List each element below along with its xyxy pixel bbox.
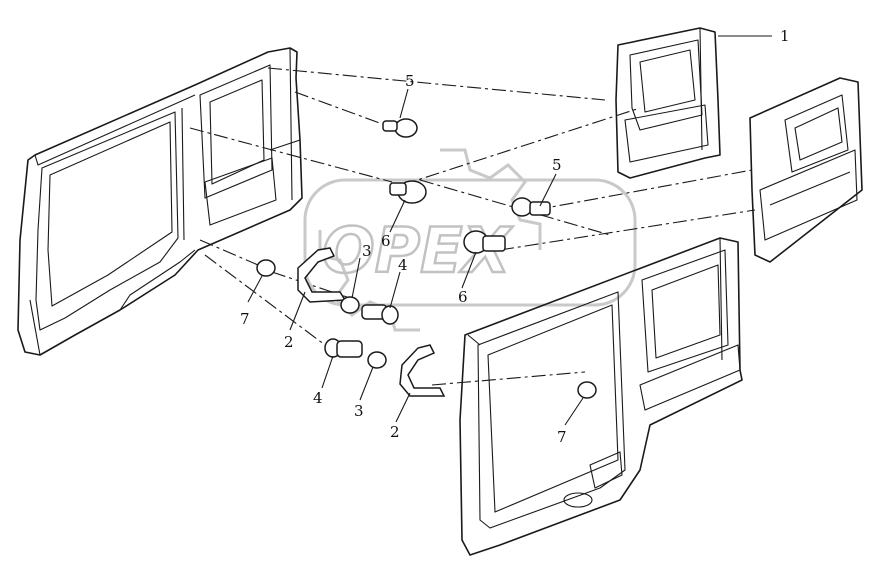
part-5-right: [511, 197, 551, 217]
rear-window-panel: [749, 77, 863, 263]
part-7-right: [577, 381, 597, 399]
callout-7-left: 7: [240, 310, 250, 328]
callout-6-upper: 6: [381, 232, 391, 250]
callout-7-right: 7: [557, 428, 567, 446]
callout-3-lower: 3: [354, 402, 364, 420]
part-3-lower: [367, 351, 387, 369]
right-cab-side-frame: [459, 237, 743, 556]
part-2-upper: [297, 247, 347, 303]
part-2-lower: [399, 344, 446, 397]
callout-2-lower: 2: [390, 423, 400, 441]
callout-2-upper: 2: [284, 333, 294, 351]
callout-4-upper: 4: [398, 256, 408, 274]
callout-6-right: 6: [458, 288, 468, 306]
upper-rear-panel: [615, 27, 721, 179]
callout-3-upper: 3: [362, 242, 372, 260]
callout-5-right: 5: [552, 156, 562, 174]
part-4-upper: [361, 304, 399, 325]
left-cab-side-frame: [17, 47, 303, 356]
part-6-upper: [389, 180, 427, 204]
part-4-lower: [324, 338, 363, 358]
part-3-upper: [340, 296, 360, 314]
part-7-left: [256, 259, 276, 277]
callout-1: 1: [780, 27, 790, 45]
part-5-upper: [382, 118, 418, 138]
callout-labels: 1 5 6 5 3 4 6 7 2 4 3 2 7: [240, 27, 790, 446]
part-6-right: [463, 230, 506, 254]
leader-lines: [247, 35, 772, 426]
callout-5-upper: 5: [405, 72, 415, 90]
callout-4-lower: 4: [313, 389, 323, 407]
